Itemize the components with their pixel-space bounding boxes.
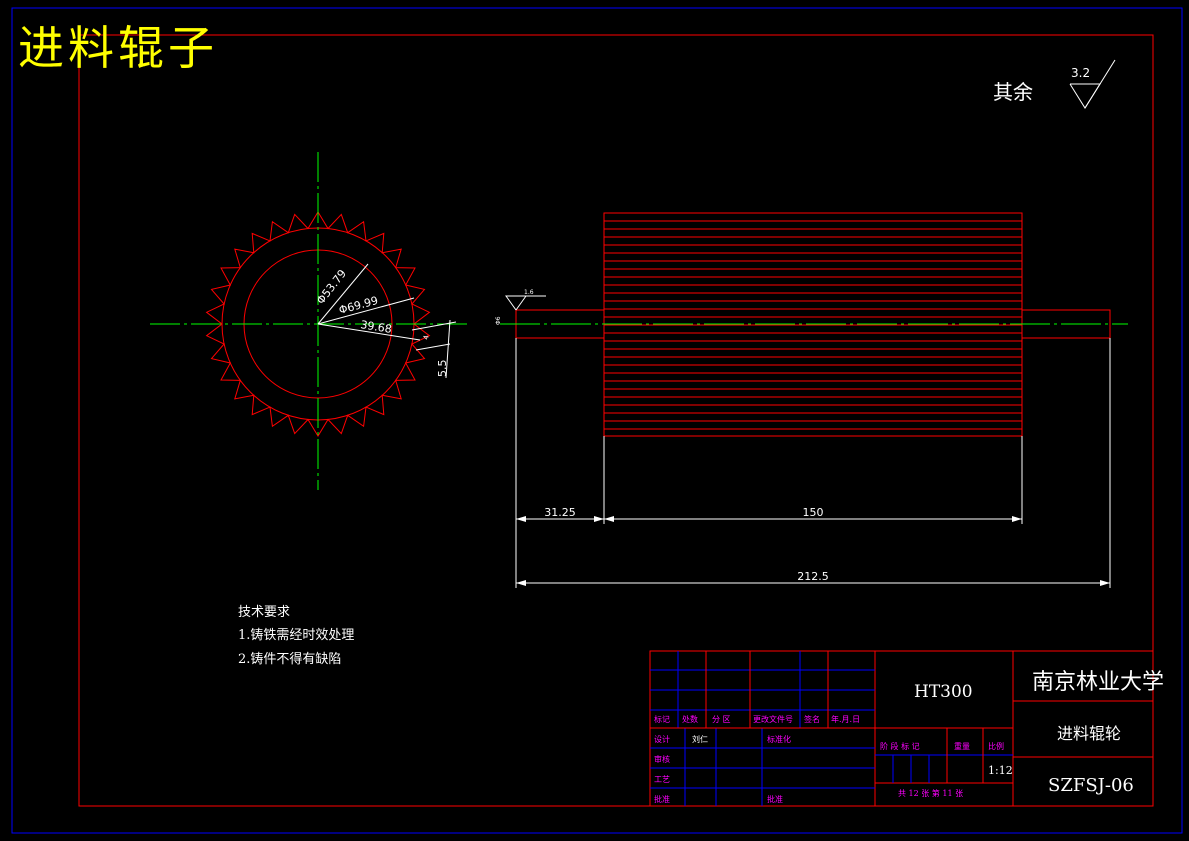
arrow — [594, 516, 604, 522]
tb-label-mark: 标记 — [654, 715, 670, 724]
tb-label-count: 处数 — [682, 715, 698, 724]
tech-req-item-2: 2.铸件不得有缺陷 — [238, 652, 342, 667]
arrow — [1012, 516, 1022, 522]
tb-label-change: 更改文件号 — [753, 715, 793, 724]
tb-label-design: 设计 — [654, 735, 670, 744]
tb-scale: 1:12 — [988, 764, 1013, 777]
inner-border — [78, 34, 1154, 807]
dim-leader-3 — [317, 323, 421, 341]
shaft-rough-value: 1.6 — [524, 289, 534, 296]
dim-d1: Φ53.79 — [314, 267, 349, 307]
arrow — [516, 516, 526, 522]
title-block — [649, 650, 1154, 807]
tb-label-stage: 阶 段 标 记 — [880, 742, 920, 751]
roughness-symbol — [1069, 59, 1116, 109]
dim-tooth — [445, 319, 451, 379]
dim-leader-2 — [317, 297, 415, 325]
roughness-label: 其余 — [993, 80, 1033, 104]
tb-sheets: 共 12 张 第 11 张 — [898, 789, 964, 798]
tb-label-check: 审核 — [654, 755, 670, 764]
tb-part-name: 进料辊轮 — [1057, 724, 1122, 743]
dim-r1: 39.68 — [360, 318, 393, 336]
tb-label-craft: 工艺 — [654, 775, 670, 784]
tb-drawing-no: SZFSJ-06 — [1048, 775, 1134, 796]
side-view: 31.25 150 212.5 1.6 Φ6 — [495, 212, 1128, 588]
arrow — [604, 516, 614, 522]
dim-left-len: 31.25 — [544, 506, 576, 519]
tb-school: 南京林业大学 — [1032, 670, 1165, 695]
dim-ext-2 — [415, 343, 451, 351]
roughness-value: 3.2 — [1071, 66, 1091, 80]
tb-material: HT300 — [914, 682, 973, 702]
tb-label-date: 年.月.日 — [831, 715, 861, 724]
arrow — [516, 580, 526, 586]
tech-req-heading: 技术要求 — [238, 605, 291, 620]
tech-req-item-1: 1.铸铁需经时效处理 — [238, 628, 355, 643]
tb-label-approve: 批准 — [654, 795, 670, 804]
dim-ext-1 — [411, 321, 457, 331]
shaft-rough-symbol — [505, 295, 546, 311]
tb-label-zone: 分 区 — [712, 715, 731, 724]
tb-label-sign: 签名 — [804, 715, 820, 724]
tb-label-weight: 重量 — [954, 742, 970, 751]
end-view: Φ53.79 Φ69.99 39.68 5.5 4 — [150, 152, 470, 490]
arrow — [1100, 580, 1110, 586]
shaft-dia: Φ6 — [495, 316, 502, 325]
dim-mid-len: 150 — [803, 506, 824, 519]
tb-label-approve2: 批准 — [767, 795, 783, 804]
outer-border — [11, 7, 1183, 834]
tb-label-std: 标准化 — [767, 735, 791, 744]
dim-leader-1 — [317, 263, 369, 325]
tb-designer: 刘仁 — [692, 735, 708, 744]
drawing-title: 进料辊子 — [18, 21, 218, 75]
dim-tooth-small: 4 — [422, 334, 431, 340]
dim-tooth-label: 5.5 — [436, 360, 449, 378]
dim-total-len: 212.5 — [797, 570, 829, 583]
shaft-rough-symbol-leg — [515, 295, 527, 311]
tb-label-ratio: 比例 — [988, 742, 1004, 751]
